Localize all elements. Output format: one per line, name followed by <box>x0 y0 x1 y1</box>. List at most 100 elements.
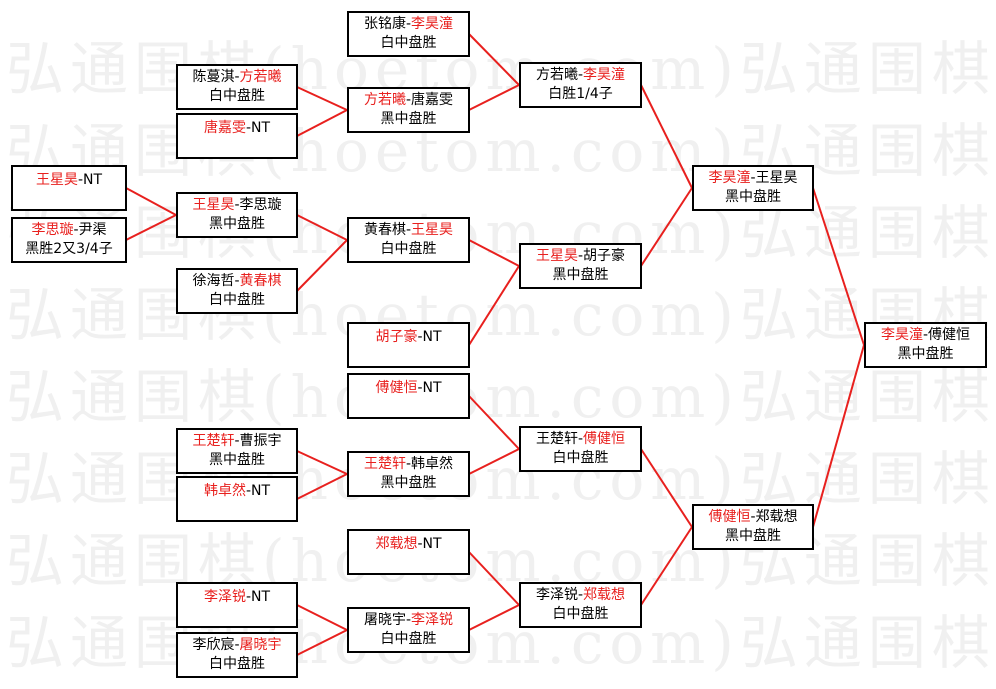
pairing: 屠晓宇-李泽锐 <box>364 611 453 630</box>
bracket-line <box>296 86 348 111</box>
separator: - <box>405 612 412 628</box>
watermark-line: 弘通围棋(hoetom.com)弘通围棋(hoetom.com)弘通围棋 <box>6 363 996 431</box>
watermark-line: 弘通围棋(hoetom.com)弘通围棋(hoetom.com)弘通围棋 <box>6 527 996 595</box>
separator: - <box>922 327 929 343</box>
player-left: 王楚轩 <box>363 456 406 472</box>
player-right: 韩卓然 <box>411 456 454 472</box>
player-left: 郑载想 <box>375 536 418 552</box>
separator: - <box>417 536 423 552</box>
pairing: 胡子豪-NT <box>375 328 441 347</box>
pairing: 王楚轩-韩卓然 <box>364 455 453 474</box>
player-right: NT <box>422 329 442 345</box>
player-left: 唐嘉雯 <box>203 120 246 136</box>
match-box: 方若曦-唐嘉雯黑中盘胜 <box>347 87 470 133</box>
pairing: 王星昊-李思璇 <box>192 196 281 215</box>
pairing: 唐嘉雯-NT <box>204 119 270 138</box>
player-right: 郑载想 <box>583 587 626 603</box>
separator: - <box>234 69 240 85</box>
bracket-line <box>296 473 348 500</box>
bracket-line <box>640 448 693 528</box>
pairing: 张铭康-李昊潼 <box>364 15 453 34</box>
player-left: 屠晓宇 <box>363 612 406 628</box>
pairing: 李泽锐-NT <box>204 588 270 607</box>
match-box: 唐嘉雯-NT <box>176 113 298 159</box>
separator: - <box>750 170 756 186</box>
pairing: 陈蔓淇-方若曦 <box>192 68 281 87</box>
match-box: 方若曦-李昊潼白胜1/4子 <box>519 62 642 108</box>
match-box: 徐海哲-黄春棋白中盘胜 <box>176 268 298 314</box>
separator: - <box>73 222 79 238</box>
bracket-line <box>468 448 520 475</box>
player-right: 傅健恒 <box>583 431 626 447</box>
result: 白中盘胜 <box>552 450 609 466</box>
result: 黑中盘胜 <box>380 111 437 127</box>
match-box: 屠晓宇-李泽锐白中盘胜 <box>347 607 470 653</box>
separator: - <box>405 16 412 32</box>
player-right: 李泽锐 <box>411 612 454 628</box>
bracket-line <box>296 604 348 631</box>
match-box: 王楚轩-韩卓然黑中盘胜 <box>347 451 470 497</box>
bracket-line <box>468 239 520 267</box>
bracket-line <box>640 84 693 189</box>
player-right: 郑载想 <box>755 509 798 525</box>
separator: - <box>577 587 584 603</box>
pairing: 方若曦-李昊潼 <box>536 66 625 85</box>
watermark-line: 弘通围棋(hoetom.com)弘通围棋(hoetom.com)弘通围棋 <box>6 117 996 185</box>
result: 白中盘胜 <box>380 241 437 257</box>
match-box: 王楚轩-曹振宇黑中盘胜 <box>176 428 298 474</box>
match-box: 王星昊-胡子豪黑中盘胜 <box>519 243 642 289</box>
player-right: 唐嘉雯 <box>411 92 454 108</box>
separator: - <box>577 248 584 264</box>
separator: - <box>234 637 240 653</box>
player-left: 黄春棋 <box>363 222 406 238</box>
watermark-line: 弘通围棋(hoetom.com)弘通围棋(hoetom.com)弘通围棋 <box>6 199 996 267</box>
pairing: 黄春棋-王星昊 <box>364 221 453 240</box>
player-left: 王星昊 <box>535 248 578 264</box>
player-right: 黄春棋 <box>239 273 282 289</box>
player-left: 李思璇 <box>31 222 74 238</box>
separator: - <box>417 329 423 345</box>
bracket-line <box>468 84 520 111</box>
separator: - <box>577 67 584 83</box>
bracket-line <box>296 214 348 241</box>
pairing: 王星昊-NT <box>36 171 102 190</box>
bracket-line <box>296 450 348 475</box>
separator: - <box>577 431 584 447</box>
separator: - <box>77 172 84 188</box>
separator: - <box>245 589 252 605</box>
match-box: 黄春棋-王星昊白中盘胜 <box>347 217 470 263</box>
pairing: 王楚轩-傅健恒 <box>536 430 625 449</box>
player-right: 胡子豪 <box>583 248 626 264</box>
player-left: 王星昊 <box>192 197 235 213</box>
result: 黑胜2又3/4子 <box>25 241 113 257</box>
match-box: 郑载想-NT <box>347 529 470 575</box>
result: 黑中盘胜 <box>209 452 265 468</box>
result: 黑中盘胜 <box>725 528 781 544</box>
bracket-line <box>468 33 520 86</box>
separator: - <box>234 433 240 449</box>
result: 黑中盘胜 <box>897 346 954 362</box>
bracket-line <box>812 187 865 346</box>
match-box: 张铭康-李昊潼白中盘胜 <box>347 11 470 57</box>
match-box: 韩卓然-NT <box>176 476 298 522</box>
separator: - <box>405 222 412 238</box>
result: 黑中盘胜 <box>725 189 781 205</box>
result: 白中盘胜 <box>380 631 437 647</box>
result: 黑中盘胜 <box>552 267 609 283</box>
pairing: 李欣宸-屠晓宇 <box>192 636 281 655</box>
player-right: NT <box>422 380 442 396</box>
match-box: 王楚轩-傅健恒白中盘胜 <box>519 426 642 472</box>
result: 黑中盘胜 <box>209 216 265 232</box>
pairing: 王楚轩-曹振宇 <box>192 432 281 451</box>
pairing: 李昊潼-傅健恒 <box>881 326 970 345</box>
player-right: 王星昊 <box>411 222 454 238</box>
player-right: 傅健恒 <box>928 327 971 343</box>
bracket-line <box>296 629 348 656</box>
player-right: 王星昊 <box>755 170 798 186</box>
bracket-line <box>640 187 693 267</box>
match-box: 胡子豪-NT <box>347 322 470 368</box>
bracket-line <box>125 187 177 216</box>
separator: - <box>245 483 252 499</box>
match-box: 李欣宸-屠晓宇白中盘胜 <box>176 632 298 678</box>
